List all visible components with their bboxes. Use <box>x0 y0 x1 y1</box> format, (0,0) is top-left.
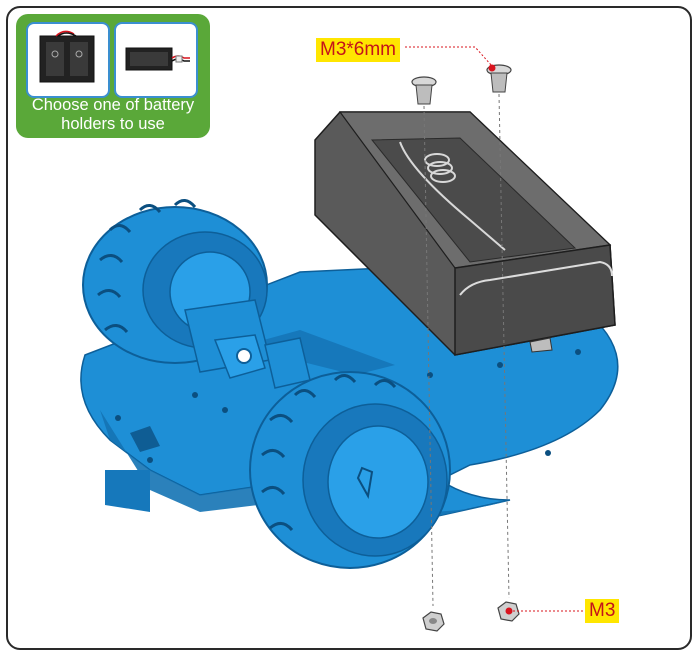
battery-holder-instruction-text: Choose one of battery holders to use <box>20 96 206 134</box>
nut-left <box>422 611 445 632</box>
battery-holder-option-1-image <box>26 22 110 98</box>
nut-right <box>497 601 520 622</box>
battery-holder-option-2-image <box>114 22 198 98</box>
note-line-2: holders to use <box>61 115 165 133</box>
battery-holder <box>314 111 616 356</box>
screw-left <box>411 76 437 105</box>
screw-right <box>486 64 512 93</box>
note-line-1: Choose one of battery <box>31 96 195 114</box>
battery-holder-note: Choose one of battery holders to use <box>16 14 210 138</box>
motor <box>184 299 311 389</box>
screw-size-label: M3*6mm <box>316 38 401 62</box>
assembly-guide-lines <box>405 46 585 612</box>
nut-size-label: M3 <box>585 599 620 623</box>
front-wheel <box>249 371 451 569</box>
